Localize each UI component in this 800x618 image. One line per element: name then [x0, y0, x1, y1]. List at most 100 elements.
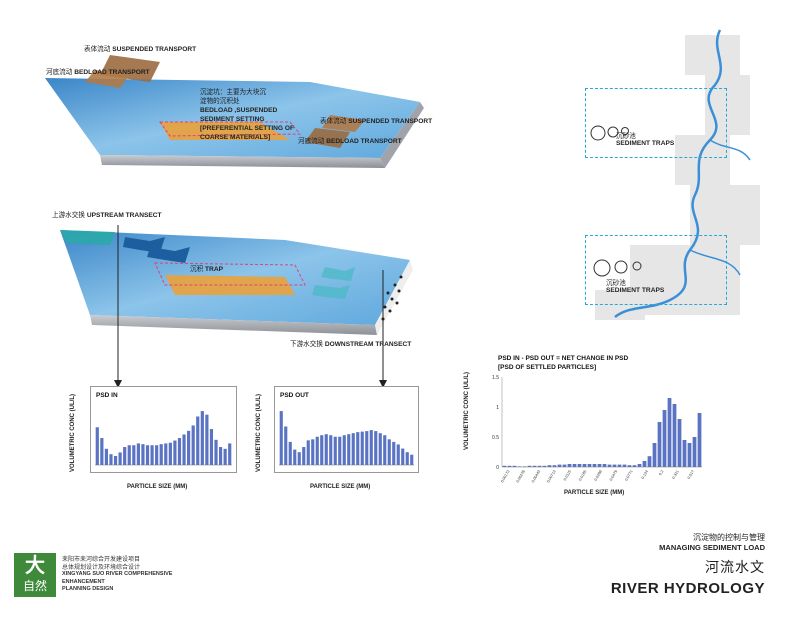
x-tick-label: 0.0479: [609, 470, 618, 482]
bar: [632, 465, 637, 467]
bar: [187, 430, 191, 465]
y-tick-label: 0: [496, 465, 499, 471]
downstream-en: DOWNSTREAM TRANSECT: [324, 341, 412, 348]
bar: [387, 439, 391, 465]
bar: [113, 456, 118, 465]
upstream-cn: 上游水交换: [52, 211, 85, 219]
bar: [512, 465, 517, 467]
upstream-transect-label: 上游水交换 UPSTREAM TRANSECT: [52, 211, 162, 220]
bar: [410, 454, 414, 465]
bar: [667, 398, 672, 467]
suspended-transport-label-2: 表体流动 SUSPENDED TRANSPORT: [320, 117, 432, 126]
trap-label: 沉积 TRAP: [190, 265, 223, 274]
trap-circles-1: [590, 125, 629, 141]
bar: [562, 464, 567, 467]
main-title-en: RIVER HYDROLOGY: [610, 580, 765, 597]
bar: [587, 464, 592, 467]
bar: [333, 436, 337, 465]
bar: [100, 438, 104, 465]
brand-text: 耒阳市耒河综合开发建设项目 总体规划设计及环境综合设计 XINGYANG SUO…: [62, 556, 172, 594]
sediment-setting-label: 沉淀坑：主要为大块沉 淀物的沉积处 BEDLOAD ,SUSPENDED SED…: [200, 88, 294, 142]
x-tick-label: 0.124: [641, 470, 649, 480]
bedload2-cn: 河底流动: [298, 137, 325, 145]
net-change-subtitle: [PSD OF SETTLED PARTICLES]: [498, 364, 597, 371]
net-change-xlabel: PARTICLE SIZE (MM): [564, 490, 625, 496]
trap-label-1: 沉砂池 SEDIMENT TRAPS: [616, 132, 674, 148]
bar: [677, 419, 682, 467]
sediment-trap-diagram: [60, 230, 413, 335]
bar: [209, 429, 214, 465]
bar: [196, 416, 200, 465]
downstream-transect-label: 下游水交换 DOWNSTREAM TRANSECT: [290, 340, 411, 349]
y-tick-label: 0.5: [492, 435, 499, 441]
bar: [572, 464, 577, 467]
bar: [502, 465, 507, 467]
downstream-arrowhead: [379, 380, 387, 388]
bedload-cn: 河底流动: [46, 68, 73, 76]
suspended2-cn: 表体流动: [320, 117, 347, 125]
psd-out-plot: [279, 411, 414, 466]
bar: [365, 431, 369, 465]
bar: [284, 426, 288, 465]
bar: [627, 465, 632, 467]
bar: [200, 411, 204, 465]
bedload-transport-label-2: 河底流动 BEDLOAD TRANSPORT: [298, 137, 402, 146]
bar: [342, 435, 346, 465]
bar: [329, 435, 333, 465]
bar: [532, 465, 537, 467]
net-change-ylabel: VOLUMETRIC CONC (UL/L): [464, 372, 470, 450]
bar: [320, 435, 324, 465]
bar: [95, 427, 99, 465]
sediment-trap-box-1: 沉砂池 SEDIMENT TRAPS: [585, 88, 727, 158]
trap-cn-1: 沉砂池: [616, 132, 636, 140]
psd-in-xlabel: PARTICLE SIZE (MM): [127, 484, 188, 490]
setting-en-2: SEDIMENT SETTING: [200, 116, 265, 123]
upstream-arrowhead: [114, 380, 122, 388]
sediment-trap-box-2: 沉砂池 SEDIMENT TRAPS: [585, 235, 727, 305]
trap-en-1: SEDIMENT TRAPS: [616, 140, 675, 147]
bar: [218, 447, 223, 465]
setting-cn-1: 沉淀坑：主要为大块沉: [200, 88, 266, 96]
bar: [356, 432, 360, 465]
bar: [293, 449, 297, 465]
psd-out-title: PSD OUT: [280, 392, 309, 399]
suspended-transport-label: 表体流动 SUSPENDED TRANSPORT: [84, 45, 196, 54]
bar: [607, 464, 612, 467]
x-tick-label: 0.00443: [531, 470, 541, 484]
bar: [205, 414, 209, 465]
bar: [537, 465, 542, 467]
x-tick-label: 0.00276: [516, 470, 526, 484]
bar: [597, 464, 602, 467]
trap-en-2: SEDIMENT TRAPS: [606, 287, 665, 294]
bar: [383, 435, 387, 465]
y-tick-label: 1: [496, 405, 499, 411]
bar: [177, 438, 182, 465]
bar: [159, 444, 163, 465]
x-tick-label: 0.517: [687, 470, 695, 480]
net-change-chart: PSD IN - PSD OUT = NET CHANGE IN PSD [PS…: [480, 355, 710, 495]
bar: [118, 452, 122, 465]
x-tick-label: 0.0115: [563, 470, 572, 482]
bar: [687, 443, 692, 467]
bar: [617, 464, 622, 467]
bedload2-en: BEDLOAD TRANSPORT: [326, 138, 402, 145]
subtitle-cn: 沉淀物的控制与管理: [693, 533, 765, 542]
bar: [652, 443, 657, 467]
bar: [228, 443, 232, 465]
bar: [602, 464, 607, 467]
bar: [168, 442, 172, 465]
bar: [697, 413, 702, 467]
bar: [311, 439, 315, 465]
y-tick-label: 1.5: [492, 375, 499, 381]
river-map: [595, 29, 760, 320]
river-line: [614, 29, 722, 319]
psd-in-ylabel: VOLUMETRIC CONC (UL/L): [70, 394, 76, 472]
bar: [592, 464, 597, 467]
bar: [109, 454, 113, 465]
bar: [577, 464, 582, 467]
bar: [552, 465, 557, 467]
bar: [182, 434, 186, 465]
bar: [360, 431, 364, 465]
